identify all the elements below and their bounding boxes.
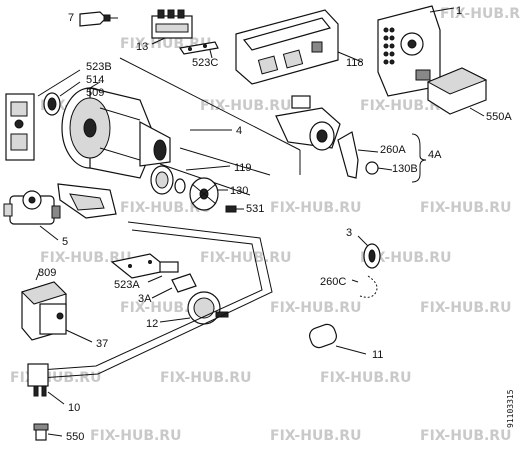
part-550-plug bbox=[33, 423, 63, 441]
label-part-523a: 523A bbox=[114, 279, 140, 291]
part-7-lamp bbox=[79, 11, 118, 27]
label-part-3a: 3A bbox=[138, 293, 152, 305]
part-3a-sensor bbox=[151, 273, 197, 299]
label-part-130: 130 bbox=[230, 185, 248, 197]
part-5-valve bbox=[3, 190, 61, 241]
watermark-text: FIX-HUB.RU bbox=[40, 250, 131, 266]
part-labels: 7 13 523C 118 1 523B 514 509 550A 4 119 … bbox=[38, 5, 512, 443]
part-12-thermostat bbox=[159, 291, 229, 325]
label-part-523b: 523B bbox=[86, 61, 112, 73]
watermark-text: FIX-HUB.RU bbox=[160, 370, 251, 386]
watermark-text: FIX-HUB.RU bbox=[270, 200, 361, 216]
watermark-text: FIX-HUB.RU bbox=[200, 98, 291, 114]
watermark-text: FIX-HUB.RU bbox=[360, 250, 451, 266]
part-531-screw bbox=[225, 205, 244, 213]
label-part-37: 37 bbox=[96, 338, 108, 350]
label-part-523c: 523C bbox=[192, 57, 218, 69]
watermark-text: FIX-HUB.RU bbox=[270, 300, 361, 316]
label-part-309: 309 bbox=[38, 267, 56, 279]
label-part-12: 12 bbox=[146, 318, 158, 330]
label-part-3: 3 bbox=[346, 227, 352, 239]
watermark-text: FIX-HUB.RU bbox=[440, 6, 521, 22]
part-523b-panel bbox=[5, 69, 81, 161]
watermark-text: FIX-HUB.RU bbox=[420, 300, 511, 316]
label-part-10: 10 bbox=[68, 402, 80, 414]
part-523c-bracket bbox=[178, 41, 219, 59]
label-part-531: 531 bbox=[246, 203, 264, 215]
label-part-13: 13 bbox=[136, 41, 148, 53]
watermark-text: FIX-HUB.RU bbox=[420, 428, 511, 444]
label-part-118: 118 bbox=[346, 57, 364, 69]
watermark-text: FIX-HUB.RU bbox=[10, 370, 101, 386]
label-part-514: 514 bbox=[86, 74, 104, 86]
part-10-heating-element bbox=[27, 221, 273, 405]
part-4a-pressure-assembly bbox=[275, 95, 427, 183]
watermark-text: FIX-HUB.RU bbox=[420, 200, 511, 216]
label-part-4: 4 bbox=[236, 125, 242, 137]
diagram-code: 91103315 bbox=[506, 389, 515, 428]
part-1-programmer bbox=[377, 5, 455, 97]
label-part-4a: 4A bbox=[428, 149, 442, 161]
part-motor-bracket bbox=[57, 183, 117, 219]
label-part-550a: 550A bbox=[486, 111, 512, 123]
part-523a-bracket bbox=[110, 253, 179, 283]
part-550a-cover bbox=[426, 67, 488, 117]
label-part-7: 7 bbox=[68, 12, 74, 24]
label-part-5: 5 bbox=[62, 236, 68, 248]
label-part-1: 1 bbox=[456, 5, 462, 17]
label-part-260c: 260C bbox=[320, 276, 346, 288]
part-118-control-housing bbox=[235, 9, 363, 85]
label-part-119: 119 bbox=[234, 162, 252, 174]
watermark-text: FIX-HUB.RU bbox=[120, 200, 211, 216]
part-11-capacitor bbox=[309, 323, 367, 355]
part-130-impeller bbox=[189, 177, 228, 211]
part-309-relay bbox=[21, 269, 93, 343]
part-3-float bbox=[357, 235, 381, 298]
watermark-text: FIX-HUB.RU bbox=[200, 250, 291, 266]
watermark-text: FIX-HUB.RU bbox=[360, 98, 451, 114]
watermark-text: FIX-HUB.RU bbox=[90, 428, 181, 444]
watermark-text: FIX-HUB.RU bbox=[320, 370, 411, 386]
part-509-pump-motor bbox=[61, 81, 171, 179]
label-part-550: 550 bbox=[66, 431, 84, 443]
part-119-seal bbox=[150, 165, 231, 195]
label-part-509: 509 bbox=[86, 87, 104, 99]
label-part-260a: 260A bbox=[380, 144, 406, 156]
part-13-switch bbox=[151, 9, 193, 45]
label-part-130b: 130B bbox=[392, 163, 418, 175]
part-260c-chain bbox=[351, 279, 359, 283]
part-514-ring bbox=[43, 81, 81, 116]
watermark-text: FIX-HUB.RU bbox=[270, 428, 361, 444]
label-part-11: 11 bbox=[372, 349, 383, 361]
